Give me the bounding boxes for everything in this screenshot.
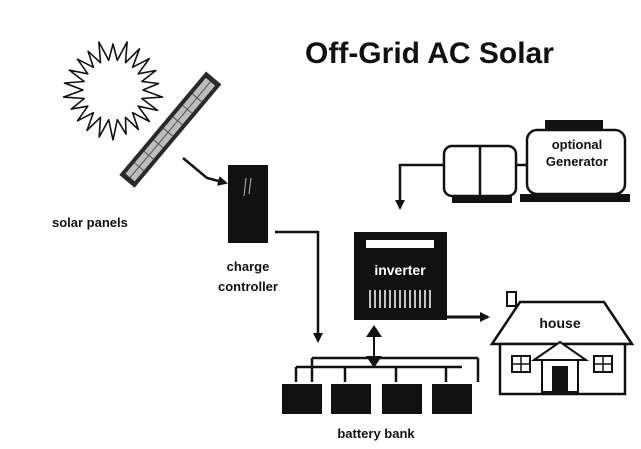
charge-controller-label-line1: charge [227, 259, 270, 274]
generator-icon [442, 120, 630, 203]
charge-controller [228, 165, 268, 243]
battery-bank-label: battery bank [337, 426, 415, 441]
inverter-battery-arrow [366, 325, 382, 368]
battery-3 [382, 384, 422, 414]
inverter-label: inverter [374, 262, 426, 278]
solar-panels-label: solar panels [52, 215, 128, 230]
solar-panel [119, 71, 222, 188]
battery-2 [331, 384, 371, 414]
inverter-icon [354, 232, 447, 320]
house-icon [489, 291, 635, 396]
battery-1 [282, 384, 322, 414]
battery-wiring [294, 356, 480, 382]
battery-4 [432, 384, 472, 414]
generator-label-line1: optional [552, 137, 603, 152]
battery-bank [282, 384, 472, 414]
panel-to-controller-arrow [182, 157, 228, 186]
diagram-title: Off-Grid AC Solar [305, 37, 554, 70]
generator-to-inverter-arrow [395, 163, 444, 210]
generator-label-line2: Generator [546, 154, 608, 169]
charge-controller-label-line2: controller [218, 279, 278, 294]
sun-icon [62, 41, 164, 141]
controller-to-battery-line [275, 230, 323, 343]
house-label: house [539, 315, 580, 331]
